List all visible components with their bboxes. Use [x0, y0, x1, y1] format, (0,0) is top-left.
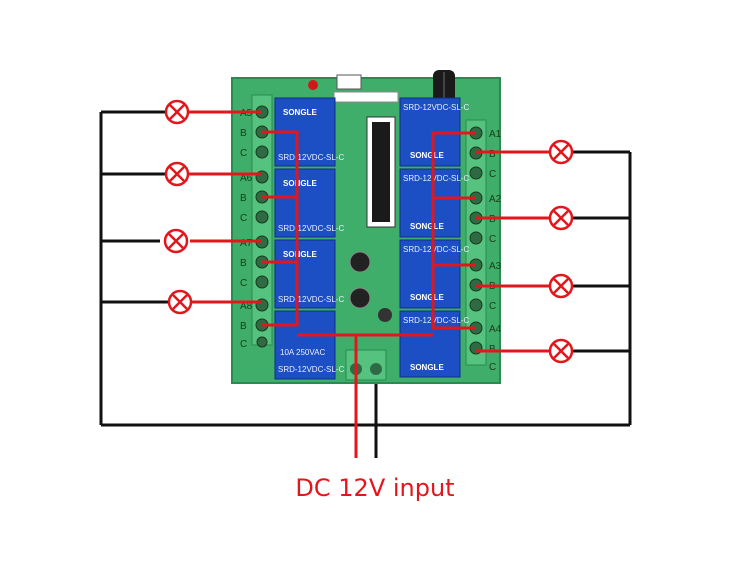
relay-model: SRD-12VDC-SL-C [403, 245, 469, 254]
relay-brand: SONGLE [283, 179, 317, 188]
svg-text:A7: A7 [240, 238, 253, 249]
svg-text:C: C [489, 362, 496, 373]
svg-text:A1: A1 [489, 129, 502, 140]
svg-text:A6: A6 [240, 173, 253, 184]
lamp-icon [167, 289, 193, 315]
relay: SONGLE SRD-12VDC-SL-C [274, 239, 344, 309]
relay-model: SRD-12VDC-SL-C [403, 103, 469, 112]
status-led [308, 80, 318, 90]
relay: SONGLE SRD-12VDC-SL-C [274, 97, 344, 167]
lamp-icon [164, 161, 190, 187]
relay-brand: SONGLE [283, 108, 317, 117]
svg-text:C: C [240, 213, 247, 224]
svg-text:A4: A4 [489, 324, 502, 335]
svg-text:C: C [240, 278, 247, 289]
relay-rating: 10A 250VAC [280, 348, 325, 357]
svg-text:A3: A3 [489, 261, 502, 272]
relay: 10A 250VAC SRD-12VDC-SL-C [274, 310, 344, 380]
lamp-icon [548, 273, 574, 299]
svg-text:B: B [240, 258, 247, 269]
relay-model: SRD-12VDC-SL-C [278, 224, 344, 233]
relay-brand: SONGLE [410, 222, 444, 231]
capacitor [349, 287, 371, 309]
lamp-icon [163, 228, 189, 254]
svg-text:C: C [240, 148, 247, 159]
relay-board: SONGLE SRD-12VDC-SL-C SONGLE SRD-12VDC-S… [231, 70, 502, 384]
dc-input-caption: DC 12V input [295, 474, 455, 502]
svg-text:C: C [240, 339, 247, 350]
red-wires [189, 110, 549, 458]
relay: SRD-12VDC-SL-C SONGLE [399, 168, 469, 238]
relay-model: SRD-12VDC-SL-C [403, 316, 469, 325]
capacitor [378, 308, 392, 322]
svg-text:B: B [489, 149, 496, 160]
capacitor [349, 251, 371, 273]
relay-model: SRD-12VDC-SL-C [278, 295, 344, 304]
relay: SONGLE SRD-12VDC-SL-C [274, 168, 344, 238]
relay-brand: SONGLE [410, 363, 444, 372]
svg-text:A2: A2 [489, 194, 502, 205]
relay-model: SRD-12VDC-SL-C [278, 365, 344, 374]
svg-text:C: C [489, 301, 496, 312]
learn-button [336, 74, 362, 90]
svg-text:C: C [489, 234, 496, 245]
svg-text:A8: A8 [240, 301, 253, 312]
svg-text:C: C [489, 169, 496, 180]
black-bus-wires [99, 110, 632, 458]
relay: SRD-12VDC-SL-C SONGLE [399, 310, 469, 378]
lamp-icon [548, 338, 574, 364]
svg-text:B: B [240, 193, 247, 204]
relay-brand: SONGLE [410, 293, 444, 302]
lamp-icon [164, 99, 190, 125]
relay: SRD-12VDC-SL-C SONGLE [399, 239, 469, 309]
relay-brand: SONGLE [283, 250, 317, 259]
svg-text:B: B [240, 321, 247, 332]
lamp-icon [548, 205, 574, 231]
relay-model: SRD-12VDC-SL-C [278, 153, 344, 162]
lamp-icon [548, 139, 574, 165]
svg-text:B: B [240, 128, 247, 139]
relay-model: SRD-12VDC-SL-C [403, 174, 469, 183]
relay-brand: SONGLE [410, 151, 444, 160]
